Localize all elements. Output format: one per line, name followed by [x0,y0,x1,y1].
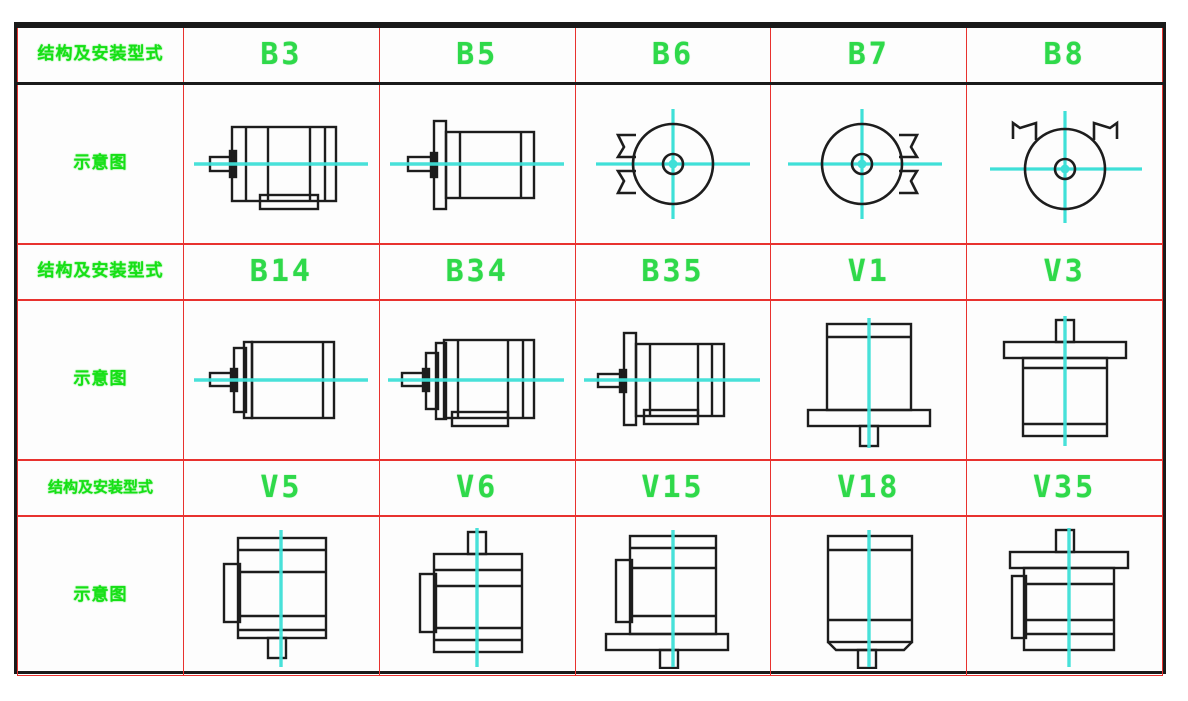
motor-diagram-b35 [583,331,760,427]
type-label-v35: V35 [1033,470,1097,505]
motor-diagram-b3 [194,125,369,211]
figure-cell-b5 [378,83,576,245]
header-row-2: 结构及安装型式 B14 B34 B35 V1 V3 [17,243,1163,301]
type-label-b5: B5 [456,37,499,72]
figure-cell-b7 [770,83,968,245]
figure-cell-v15 [574,515,772,676]
figure-cell-b6 [574,83,772,245]
type-cell-b6[interactable]: B6 [574,25,772,85]
motor-diagram-v1 [806,318,931,448]
type-cell-v5[interactable]: V5 [183,459,380,517]
type-cell-v3[interactable]: V3 [966,243,1163,301]
type-label-b34: B34 [445,254,509,289]
row-label-type-3: 结构及安装型式 [17,459,184,517]
row-label-type-text-3: 结构及安装型式 [47,478,153,496]
figure-cell-v5 [183,515,380,676]
header-row-3: 结构及安装型式 V5 V6 V15 V18 V35 [17,459,1163,517]
row-label-figure-text-3: 示意图 [73,585,128,605]
motor-diagram-b5 [390,119,565,211]
type-cell-b3[interactable]: B3 [183,25,380,85]
motor-diagram-v15 [604,529,730,669]
row-label-type-text: 结构及安装型式 [37,44,164,64]
motor-diagram-b34 [388,338,565,428]
row-label-figure-text: 示意图 [73,153,128,173]
type-label-b6: B6 [651,37,695,72]
figure-row-2: 示意图 [17,299,1163,461]
type-cell-v18[interactable]: V18 [770,459,968,517]
type-label-v6: V6 [456,470,499,505]
type-cell-v1[interactable]: V1 [770,243,968,301]
type-cell-b5[interactable]: B5 [378,25,576,85]
grid: 结构及安装型式 B3 B5 B6 B7 B8 [17,25,1163,676]
motor-diagram-v18 [826,529,913,669]
motor-diagram-b6 [595,109,750,219]
figure-row-1: 示意图 [17,83,1163,245]
type-label-v3: V3 [1043,254,1086,289]
figure-cell-b3 [183,83,380,245]
type-cell-v15[interactable]: V15 [574,459,772,517]
figure-cell-v6 [378,515,576,676]
type-label-v15: V15 [641,470,705,505]
figure-cell-b35 [574,299,772,461]
header-row-1: 结构及安装型式 B3 B5 B6 B7 B8 [17,25,1163,85]
figure-cell-v1 [770,299,968,461]
type-cell-b14[interactable]: B14 [183,243,380,301]
motor-diagram-b8 [989,111,1142,223]
motor-diagram-v35 [1008,527,1129,667]
type-label-b14: B14 [249,254,313,289]
row-label-type-2: 结构及安装型式 [17,243,184,301]
row-label-type-text-2: 结构及安装型式 [37,261,164,281]
type-cell-v35[interactable]: V35 [966,459,1163,517]
motor-diagram-b14 [194,340,369,420]
row-label-type-1: 结构及安装型式 [17,25,184,85]
type-label-b3: B3 [260,37,303,72]
figure-cell-b14 [183,299,380,461]
mounting-types-table: 结构及安装型式 B3 B5 B6 B7 B8 [14,22,1166,676]
figure-row-3: 示意图 [17,515,1163,676]
motor-diagram-v3 [1002,316,1127,446]
figure-cell-v3 [966,299,1163,461]
type-label-v1: V1 [847,254,890,289]
motor-diagram-v5 [223,529,328,667]
figure-cell-v18 [770,515,968,676]
figure-cell-b34 [378,299,576,461]
row-label-figure-1: 示意图 [17,83,184,245]
type-label-b7: B7 [847,37,890,72]
motor-diagram-b7 [787,109,942,219]
row-label-figure-3: 示意图 [17,515,184,676]
motor-diagram-v6 [418,527,524,667]
type-cell-b34[interactable]: B34 [378,243,576,301]
type-cell-v6[interactable]: V6 [378,459,576,517]
row-label-figure-text-2: 示意图 [73,369,128,389]
type-label-b35: B35 [641,254,705,289]
row-label-figure-2: 示意图 [17,299,184,461]
type-cell-b35[interactable]: B35 [574,243,772,301]
type-label-b8: B8 [1043,37,1086,72]
type-label-v18: V18 [837,470,901,505]
figure-cell-v35 [966,515,1163,676]
type-cell-b8[interactable]: B8 [966,25,1163,85]
type-cell-b7[interactable]: B7 [770,25,968,85]
type-label-v5: V5 [260,470,303,505]
figure-cell-b8 [966,83,1163,245]
